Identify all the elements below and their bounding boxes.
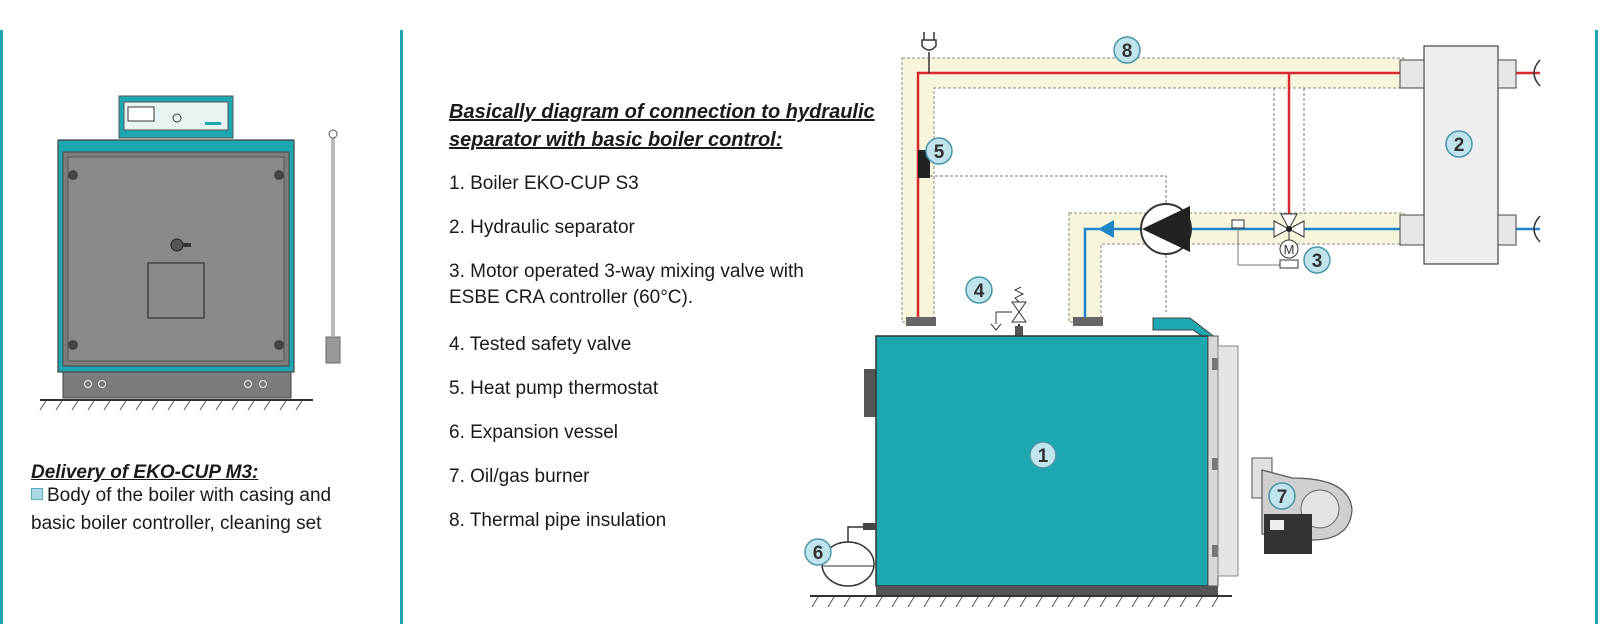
boiler-front-view: [39, 95, 341, 411]
legend-item-3: 3. Motor operated 3-way mixing valve wit…: [449, 261, 804, 308]
left-divider: [0, 30, 3, 624]
svg-text:1: 1: [1038, 446, 1049, 467]
legend-item-4: 4. Tested safety valve: [449, 334, 632, 355]
svg-text:5: 5: [934, 142, 945, 163]
oil-gas-burner: [1251, 457, 1353, 554]
badge-1: 1: [1029, 441, 1057, 469]
badge-2: 2: [1445, 130, 1473, 158]
hydraulic-separator: [1399, 45, 1517, 265]
delivery-text: Body of the boiler with casing and basic…: [31, 482, 371, 538]
connection-title-line2: separator with basic boiler control:: [449, 129, 783, 151]
delivery-title: Delivery of EKO-CUP M3:: [31, 462, 259, 483]
mixing-valve-icon: M: [1273, 213, 1305, 269]
svg-text:7: 7: [1277, 487, 1288, 508]
badge-4: 4: [965, 276, 993, 304]
badge-6: 6: [804, 538, 832, 566]
legend-item-8: 8. Thermal pipe insulation: [449, 510, 667, 531]
connection-title: Basically diagram of connection to hydra…: [449, 98, 879, 154]
legend-item-6: 6. Expansion vessel: [449, 422, 618, 443]
badge-3: 3: [1303, 246, 1331, 274]
delivery-description: Body of the boiler with casing and basic…: [31, 485, 332, 534]
legend-item-2: 2. Hydraulic separator: [449, 217, 635, 238]
pump-icon: [1140, 203, 1192, 255]
badge-8: 8: [1113, 36, 1141, 64]
badge-5: 5: [925, 137, 953, 165]
svg-text:3: 3: [1312, 251, 1323, 272]
safety-valve-icon: [990, 286, 1027, 336]
legend-item-7: 7. Oil/gas burner: [449, 466, 590, 487]
svg-text:8: 8: [1122, 41, 1133, 62]
svg-text:4: 4: [974, 281, 985, 302]
thermometer-icon: [921, 32, 937, 73]
valve-motor-label: M: [1284, 242, 1295, 257]
right-divider: [1595, 30, 1598, 624]
legend-item-5: 5. Heat pump thermostat: [449, 378, 659, 399]
connection-title-line1: Basically diagram of connection to hydra…: [449, 101, 875, 123]
bullet-square-icon: [31, 488, 43, 500]
badge-7: 7: [1268, 482, 1296, 510]
cleaning-brush-icon: [325, 129, 341, 364]
supply-pipe: [916, 71, 1540, 322]
legend-item-1: 1. Boiler EKO-CUP S3: [449, 173, 639, 194]
middle-divider: [400, 30, 403, 624]
svg-text:6: 6: [813, 543, 824, 564]
svg-text:2: 2: [1454, 135, 1465, 156]
